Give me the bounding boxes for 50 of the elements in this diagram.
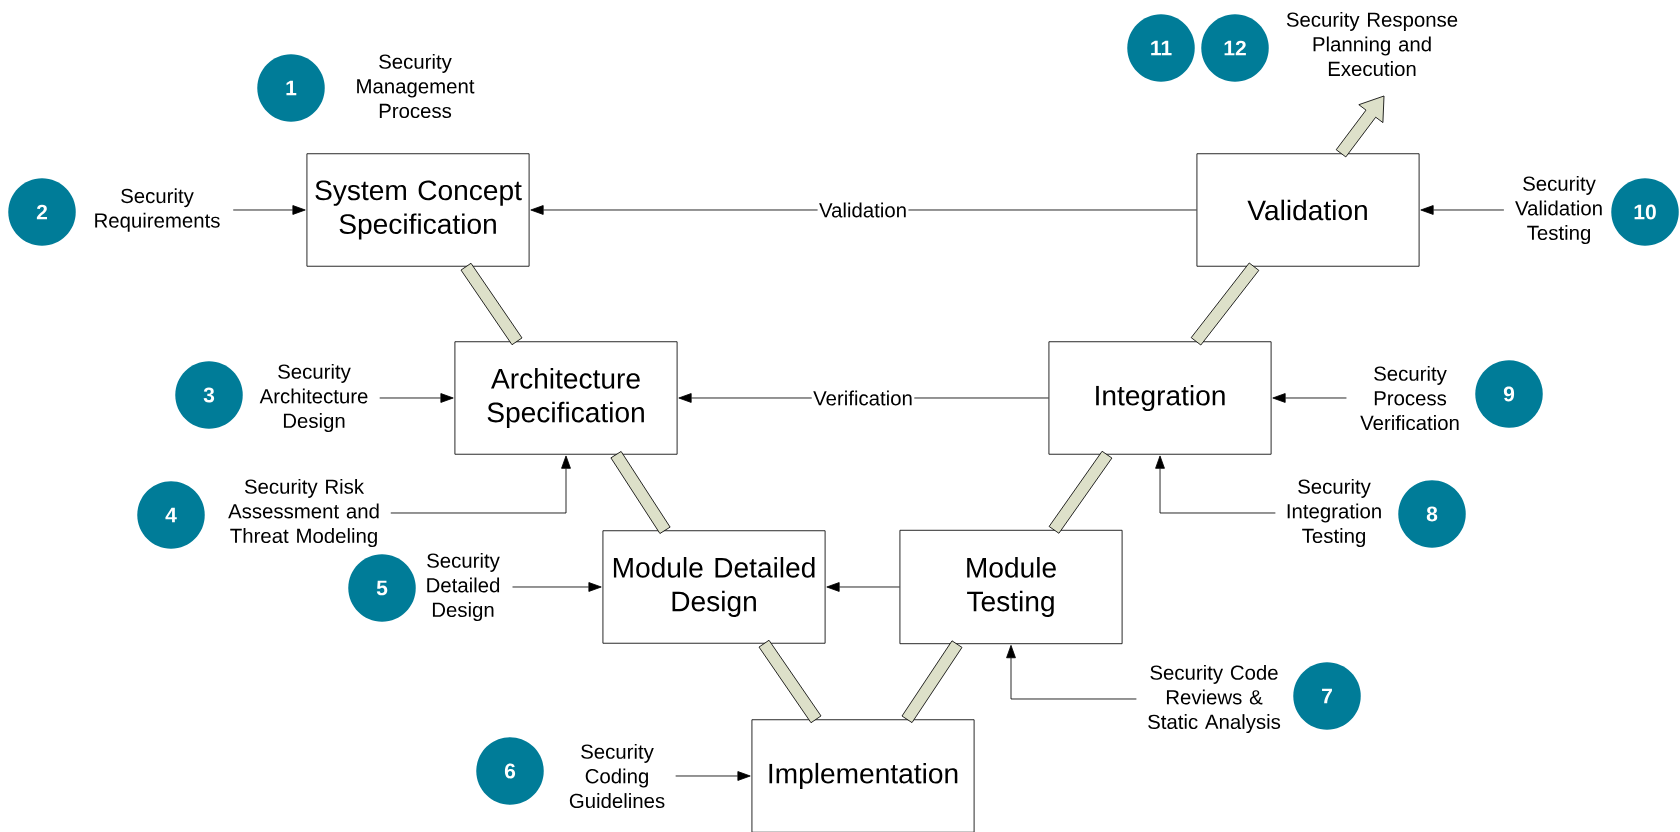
process-box: Integration bbox=[1048, 341, 1272, 455]
arrow bbox=[512, 582, 602, 592]
arrow bbox=[232, 205, 306, 215]
annotation-text: Security Risk Assessment and Threat Modeling bbox=[228, 478, 379, 548]
band-connector bbox=[1048, 450, 1113, 534]
annotation-text: Security Detailed Design bbox=[427, 552, 500, 622]
annotation-text: Security Integration Testing bbox=[1287, 478, 1381, 548]
arrow bbox=[675, 771, 751, 781]
annotation-text: Security Architecture Design bbox=[259, 363, 368, 433]
band-connector bbox=[610, 451, 671, 534]
annotation-text: Security Process Verification bbox=[1360, 365, 1459, 431]
band-connector bbox=[758, 639, 822, 724]
arrow bbox=[379, 393, 454, 403]
process-box: Validation bbox=[1196, 153, 1420, 267]
number-badge: 6 bbox=[476, 737, 544, 805]
band-connector bbox=[901, 640, 963, 724]
band-arrow bbox=[1335, 95, 1385, 158]
number-badge: 11 bbox=[1127, 14, 1195, 82]
number-badge: 10 bbox=[1611, 178, 1679, 246]
number-badge: 4 bbox=[137, 481, 205, 549]
number-badge: 1 bbox=[257, 54, 325, 122]
annotation-text: Security Coding Guidelines bbox=[569, 743, 665, 809]
number-badge: 8 bbox=[1398, 480, 1466, 548]
band-connector bbox=[1190, 262, 1260, 346]
edge-label: Verification bbox=[811, 389, 915, 407]
arrow bbox=[1272, 393, 1347, 403]
arrow bbox=[1155, 455, 1276, 514]
annotation-text: Security Response Planning and Execution bbox=[1286, 11, 1458, 77]
number-badge: 5 bbox=[348, 554, 416, 622]
number-badge: 2 bbox=[8, 178, 76, 246]
number-badge: 3 bbox=[175, 361, 243, 429]
number-badge: 9 bbox=[1475, 360, 1543, 428]
arrow bbox=[530, 205, 1197, 215]
edge-label: Validation bbox=[817, 201, 909, 219]
number-badge: 12 bbox=[1201, 14, 1269, 82]
process-box: Module Testing bbox=[899, 529, 1123, 645]
annotation-text: Security Code Reviews & Static Analysis bbox=[1148, 664, 1281, 734]
process-box: Implementation bbox=[751, 719, 975, 832]
arrow bbox=[390, 455, 571, 514]
number-badge: 7 bbox=[1293, 662, 1361, 730]
band-connector bbox=[460, 262, 523, 346]
process-box: Module Detailed Design bbox=[602, 530, 826, 644]
caption-text: Security Management Process bbox=[357, 53, 475, 119]
process-box: System Concept Specification bbox=[306, 153, 530, 267]
arrow bbox=[1420, 205, 1505, 215]
arrow bbox=[826, 582, 900, 592]
annotation-text: Security Requirements bbox=[95, 188, 220, 232]
annotation-text: Security Validation Testing bbox=[1515, 175, 1602, 245]
arrow bbox=[1006, 645, 1137, 700]
process-box: Architecture Specification bbox=[454, 341, 678, 455]
